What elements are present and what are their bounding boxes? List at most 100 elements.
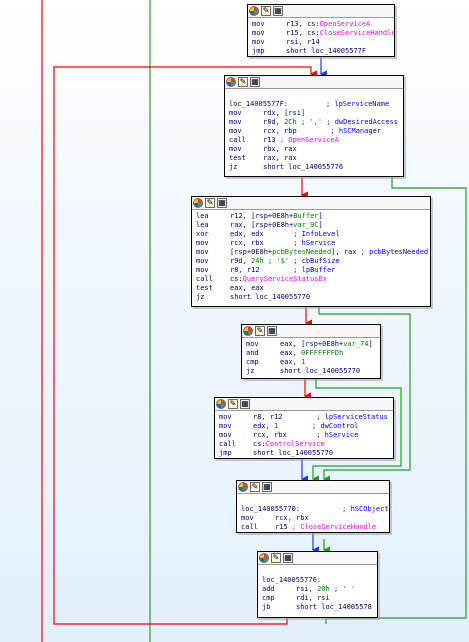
colors-icon[interactable] xyxy=(216,399,226,409)
operand: rcx, rbp xyxy=(263,127,297,135)
comment: ; hSCObject xyxy=(342,505,389,513)
operand: r9d, xyxy=(230,257,252,265)
node-header: ✎▦ xyxy=(242,325,380,338)
asm-line[interactable]: loc_140055770: ; hSCObject xyxy=(241,505,389,514)
group-icon[interactable]: ▦ xyxy=(250,77,260,87)
code-label[interactable]: loc_140055776: xyxy=(262,576,322,584)
mnemonic: mov xyxy=(219,413,232,421)
operand-tail: ] xyxy=(318,212,323,220)
rename-icon[interactable]: ✎ xyxy=(228,399,238,409)
rename-icon[interactable]: ✎ xyxy=(255,326,265,336)
colors-icon[interactable] xyxy=(226,77,236,87)
asm-line[interactable]: loc_140055776: xyxy=(262,576,374,585)
operand: r15 xyxy=(275,523,292,531)
code-label[interactable]: loc_140055770: xyxy=(241,505,301,513)
import-name[interactable]: ControlService xyxy=(265,440,325,448)
comment: ; hSCManager xyxy=(296,127,382,135)
operand: rax, rax xyxy=(263,154,297,162)
char-literal: ',' xyxy=(309,118,323,126)
import-name[interactable]: CloseServiceHandle xyxy=(319,29,395,37)
mnemonic: mov xyxy=(252,29,265,37)
asm-line[interactable] xyxy=(262,567,374,576)
mnemonic: jmp xyxy=(219,449,232,457)
immediate: 1 xyxy=(274,422,279,430)
colors-icon[interactable] xyxy=(249,6,259,16)
mnemonic: call xyxy=(219,440,236,448)
colors-icon[interactable] xyxy=(243,326,253,336)
import-name[interactable]: OpenServiceA xyxy=(319,20,371,28)
node-header: ✎▦ xyxy=(192,197,430,210)
immediate: 1 xyxy=(301,358,306,366)
mnemonic: cmp xyxy=(262,594,275,602)
group-icon[interactable]: ▦ xyxy=(273,6,283,16)
group-icon[interactable]: ▦ xyxy=(240,399,250,409)
code-label[interactable]: loc_14005577F: xyxy=(229,100,289,108)
operand: eax, [rsp+0E8h+ xyxy=(280,340,344,348)
group-icon[interactable]: ▦ xyxy=(217,198,227,208)
group-icon[interactable]: ▦ xyxy=(267,326,277,336)
group-icon[interactable]: ▦ xyxy=(262,482,272,492)
asm-line[interactable]: loc_14005577F: ; lpServiceName xyxy=(229,100,400,109)
rename-icon[interactable]: ✎ xyxy=(205,198,215,208)
colors-icon[interactable] xyxy=(238,482,248,492)
asm-line[interactable] xyxy=(241,496,386,505)
group-icon[interactable]: ▦ xyxy=(283,553,293,563)
rename-icon[interactable]: ✎ xyxy=(271,553,281,563)
rename-icon[interactable]: ✎ xyxy=(238,77,248,87)
asm-line[interactable] xyxy=(229,91,400,100)
operand: rdx, [rsi] xyxy=(263,109,306,117)
operand: rsi, xyxy=(296,585,318,593)
rename-icon[interactable]: ✎ xyxy=(261,6,271,16)
asm-line[interactable]: mov[rsp+0E8h+pcbBytesNeeded], rax ; pcbB… xyxy=(196,248,428,257)
immediate: 24h xyxy=(251,257,264,265)
colors-icon[interactable] xyxy=(259,553,269,563)
colors-icon[interactable] xyxy=(193,198,203,208)
rename-icon[interactable]: ✎ xyxy=(250,482,260,492)
import-name[interactable]: QueryServiceStatusEx xyxy=(242,275,327,283)
